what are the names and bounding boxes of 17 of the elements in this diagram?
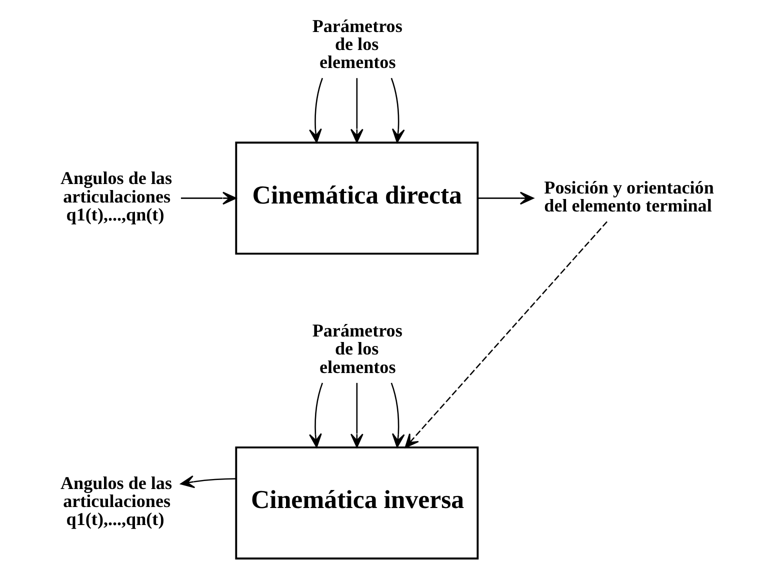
node-text: Angulos de las articulaciones q1(t),...,qn(t) <box>60 473 172 530</box>
node-text: Angulos de las articulaciones q1(t),...,qn(t) <box>60 168 172 224</box>
arrow <box>404 221 607 448</box>
node-box: Cinemática directa <box>234 142 478 255</box>
arrow <box>478 192 534 205</box>
arrow <box>308 382 322 448</box>
arrow <box>350 78 363 143</box>
arrow <box>390 78 404 143</box>
node-text: Posición y orientación del elemento terminal <box>544 177 714 216</box>
node-text: Parámetros de los elementos <box>312 16 402 72</box>
node-box: Cinemática inversa <box>234 446 478 560</box>
arrow <box>180 192 236 205</box>
node-text: Parámetros de los elementos <box>312 320 402 377</box>
arrow <box>180 475 236 488</box>
arrow <box>390 382 404 448</box>
arrow <box>308 78 322 143</box>
arrow <box>350 382 363 448</box>
